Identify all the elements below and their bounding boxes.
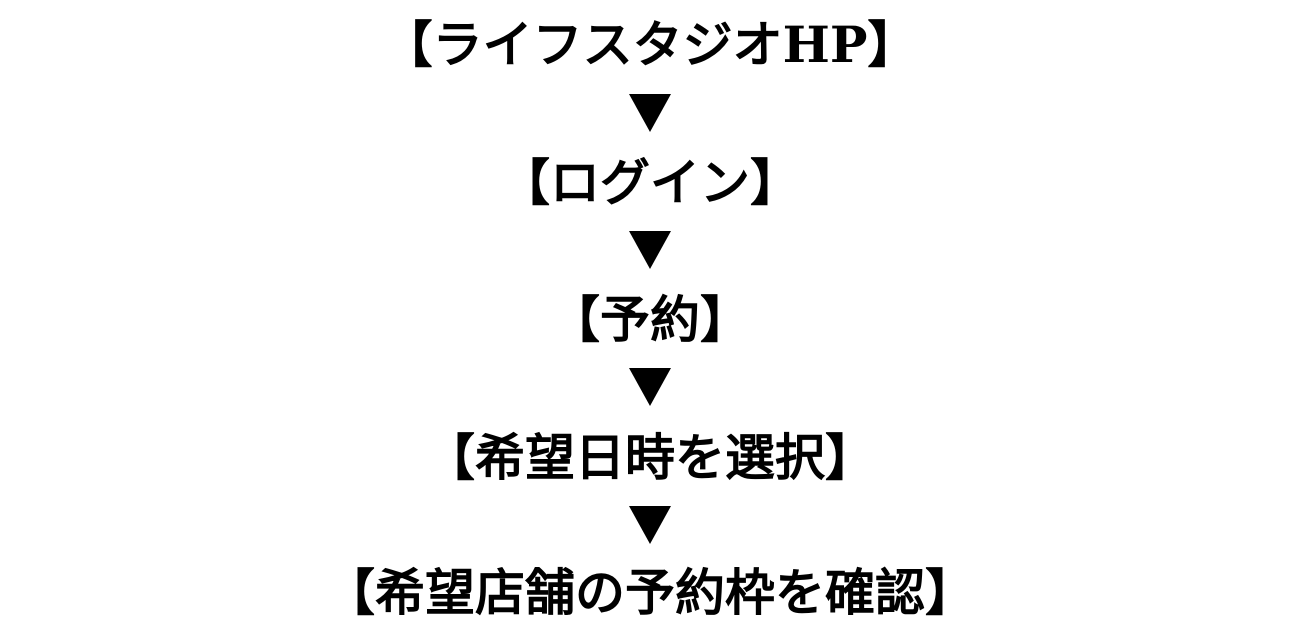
step-lifestudio-hp: 【ライフスタジオHP】 xyxy=(382,15,918,74)
step-reservation: 【予約】 xyxy=(550,290,750,349)
step-check-store-slots: 【希望店舗の予約枠を確認】 xyxy=(325,563,975,622)
down-triangle-icon xyxy=(0,367,1300,413)
down-triangle-icon xyxy=(0,505,1300,551)
step-select-datetime: 【希望日時を選択】 xyxy=(425,428,875,487)
down-triangle-icon xyxy=(0,93,1300,139)
down-triangle-icon xyxy=(0,230,1300,276)
step-login: 【ログイン】 xyxy=(500,153,800,212)
